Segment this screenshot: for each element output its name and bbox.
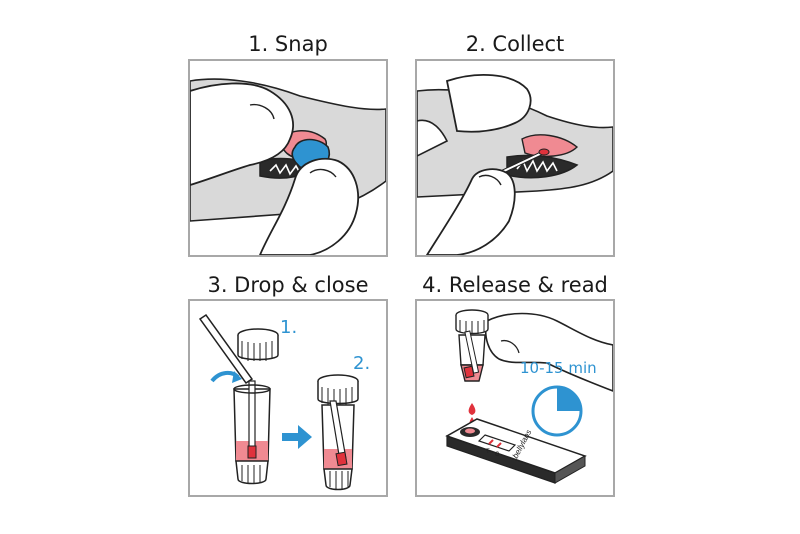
timer-label: 10-15 min [520, 359, 597, 377]
step-3-panel: 1. 2. [188, 299, 388, 497]
right-arrow-icon [282, 425, 312, 449]
step-3-title: 3. Drop & close [207, 273, 369, 297]
swab-stick [198, 313, 254, 385]
step-4-title: 4. Release & read [422, 273, 608, 297]
clock-icon [531, 385, 583, 437]
substep-2-label: 2. [353, 353, 370, 374]
test-cassette: T C bellylabs [445, 418, 587, 484]
substep-1-label: 1. [280, 317, 297, 338]
liquid-drop [468, 403, 476, 415]
tube-cap [237, 328, 279, 361]
step-4-panel: 10-15 min T C bellylabs [415, 299, 615, 497]
hand [484, 312, 613, 392]
closed-tube [317, 374, 359, 491]
strip-t-label: T [486, 449, 490, 455]
release-and-read-illustration: 10-15 min T C bellylabs [445, 309, 613, 484]
step-2-title: 2. Collect [465, 32, 565, 56]
drop-and-close-illustration: 1. 2. [198, 313, 370, 491]
open-tube [233, 380, 271, 485]
step-1-title: 1. Snap [248, 32, 328, 56]
strip-c-label: C [495, 452, 500, 458]
dog-mouth-snap-illustration [190, 78, 386, 255]
step-1-panel [188, 59, 388, 257]
step-2-panel [415, 59, 615, 257]
dog-mouth-collect-illustration [417, 73, 613, 255]
dropper-tube [455, 309, 489, 382]
